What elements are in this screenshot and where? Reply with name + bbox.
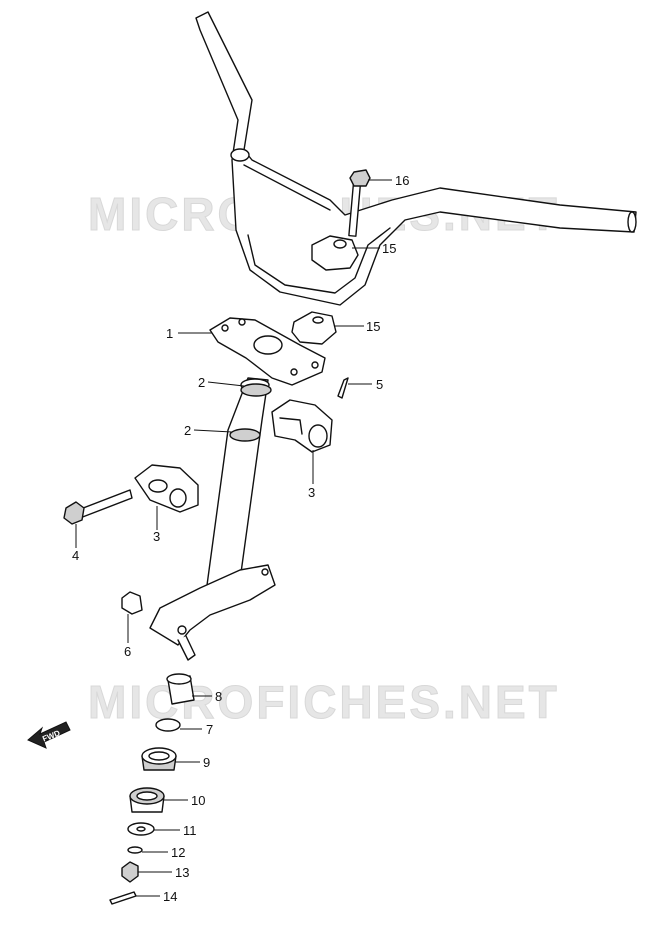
callout-labels: 1 2 2 3 3 4 5 6 7 8 9 10 11 12 13 14 15 …	[72, 173, 409, 904]
callout-12: 12	[171, 845, 185, 860]
callout-3b: 3	[153, 529, 160, 544]
clamp-upper-15a	[311, 235, 359, 271]
bushing-2a	[240, 383, 272, 397]
fwd-label: FWD	[41, 728, 61, 743]
callout-15b: 15	[382, 241, 396, 256]
upper-bracket-1	[209, 317, 326, 386]
cotter-pin-14	[109, 891, 137, 905]
seal-10	[129, 787, 165, 813]
callout-10: 10	[191, 793, 205, 808]
watermark-bottom: MICROFICHES.NET	[88, 676, 560, 728]
callout-1: 1	[166, 326, 173, 341]
clamp-upper-15b	[291, 311, 337, 345]
callout-9: 9	[203, 755, 210, 770]
handlebar	[195, 11, 637, 306]
washer-11	[127, 822, 155, 836]
callout-15a: 15	[366, 319, 380, 334]
fwd-arrow-icon: FWD	[27, 721, 71, 749]
bolt-16	[348, 169, 371, 237]
callout-7: 7	[206, 722, 213, 737]
leader-lines	[75, 179, 392, 897]
cotter-pin-5	[337, 377, 349, 399]
o-ring-7	[155, 718, 181, 732]
cap-6	[121, 591, 143, 615]
holder-3-right	[271, 399, 333, 453]
callout-16: 16	[395, 173, 409, 188]
bolt-4	[63, 489, 133, 525]
callout-4: 4	[72, 548, 79, 563]
callout-2b: 2	[184, 423, 191, 438]
callout-6: 6	[124, 644, 131, 659]
bushing-2b	[229, 428, 261, 442]
callout-5: 5	[376, 377, 383, 392]
bushing-8	[166, 673, 195, 705]
callout-3a: 3	[308, 485, 315, 500]
holder-3-left	[134, 464, 199, 513]
callout-13: 13	[175, 865, 189, 880]
callout-2a: 2	[198, 375, 205, 390]
washer-12	[127, 846, 143, 854]
callout-11: 11	[183, 823, 197, 838]
nut-13	[121, 861, 139, 883]
callout-8: 8	[215, 689, 222, 704]
callout-14: 14	[163, 889, 177, 904]
lower-bracket	[149, 564, 276, 661]
seal-9	[141, 747, 177, 771]
